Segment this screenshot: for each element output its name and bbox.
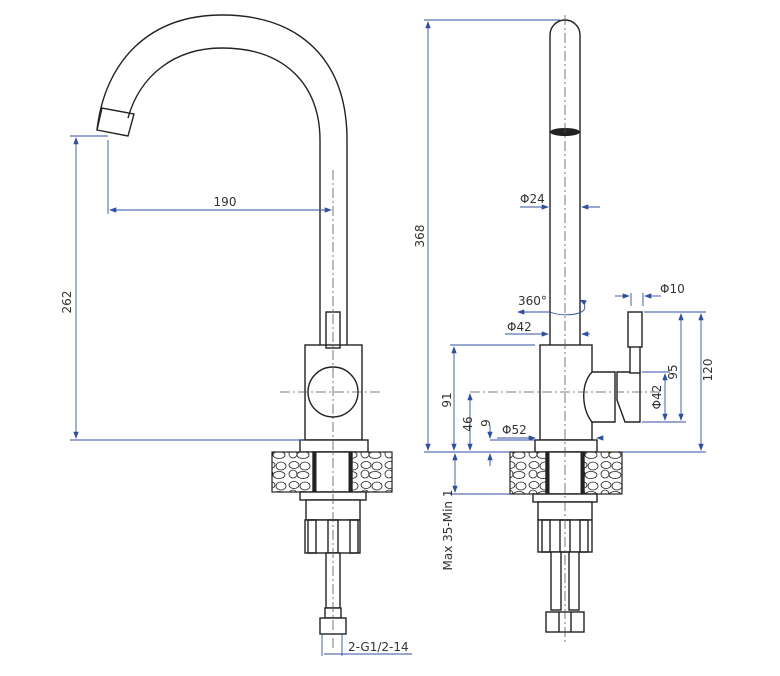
dim-360: 360° xyxy=(517,294,587,316)
dim-label-91: 91 xyxy=(440,392,454,407)
base-plate xyxy=(299,439,369,453)
mounting-shank xyxy=(312,451,353,493)
dim-label-phi52: Φ52 xyxy=(502,423,527,437)
dim-label-thread: 2-G1/2-14 xyxy=(348,640,409,654)
dim-label-262: 262 xyxy=(60,291,74,314)
dim-95: 95 xyxy=(642,313,686,423)
dim-label-phi42-handle: Φ42 xyxy=(650,385,664,410)
dim-phi10: Φ10 xyxy=(615,282,685,306)
handle xyxy=(616,371,641,423)
lever xyxy=(325,311,341,349)
lever xyxy=(627,311,643,348)
dim-262: 262 xyxy=(60,135,305,441)
dim-label-190: 190 xyxy=(214,195,237,209)
dim-label-9: 9 xyxy=(479,419,493,427)
dim-label-phi24: Φ24 xyxy=(520,192,545,206)
dim-120: 120 xyxy=(622,311,715,453)
dim-label-phi42-body: Φ42 xyxy=(507,320,532,334)
dim-label-360: 360° xyxy=(518,294,547,308)
dim-9: 9 xyxy=(479,419,535,466)
dim-phi24: Φ24 xyxy=(520,192,600,210)
handle-housing xyxy=(583,371,616,423)
dim-190: 190 xyxy=(107,140,332,214)
dim-phi52: Φ52 xyxy=(497,423,604,441)
hose-1 xyxy=(550,551,562,611)
dim-368: 368 xyxy=(413,19,560,453)
dim-thread: 2-G1/2-14 xyxy=(321,634,412,656)
fixing-nut xyxy=(304,519,361,554)
dim-phi42-body: Φ42 xyxy=(505,320,590,337)
right-view: 368 Φ24 360° Φ10 Φ42 120 xyxy=(413,15,715,645)
dim-label-phi10: Φ10 xyxy=(660,282,685,296)
dim-46: 46 xyxy=(461,393,475,451)
dim-label-46: 46 xyxy=(461,416,475,431)
dim-label-counter-thickness: Max 35-Min 1 xyxy=(441,490,455,571)
dim-phi42-handle: Φ42 xyxy=(642,371,670,421)
left-view: 262 190 2-G1/2-14 xyxy=(60,14,412,656)
base-plate xyxy=(534,439,598,453)
spout xyxy=(96,14,348,345)
dim-counter-thickness: Max 35-Min 1 xyxy=(441,453,510,571)
hose-2 xyxy=(568,551,580,611)
dim-label-95: 95 xyxy=(666,364,680,379)
dim-label-368: 368 xyxy=(413,225,427,248)
dim-label-120: 120 xyxy=(701,359,715,382)
dim-91: 91 xyxy=(440,344,535,451)
